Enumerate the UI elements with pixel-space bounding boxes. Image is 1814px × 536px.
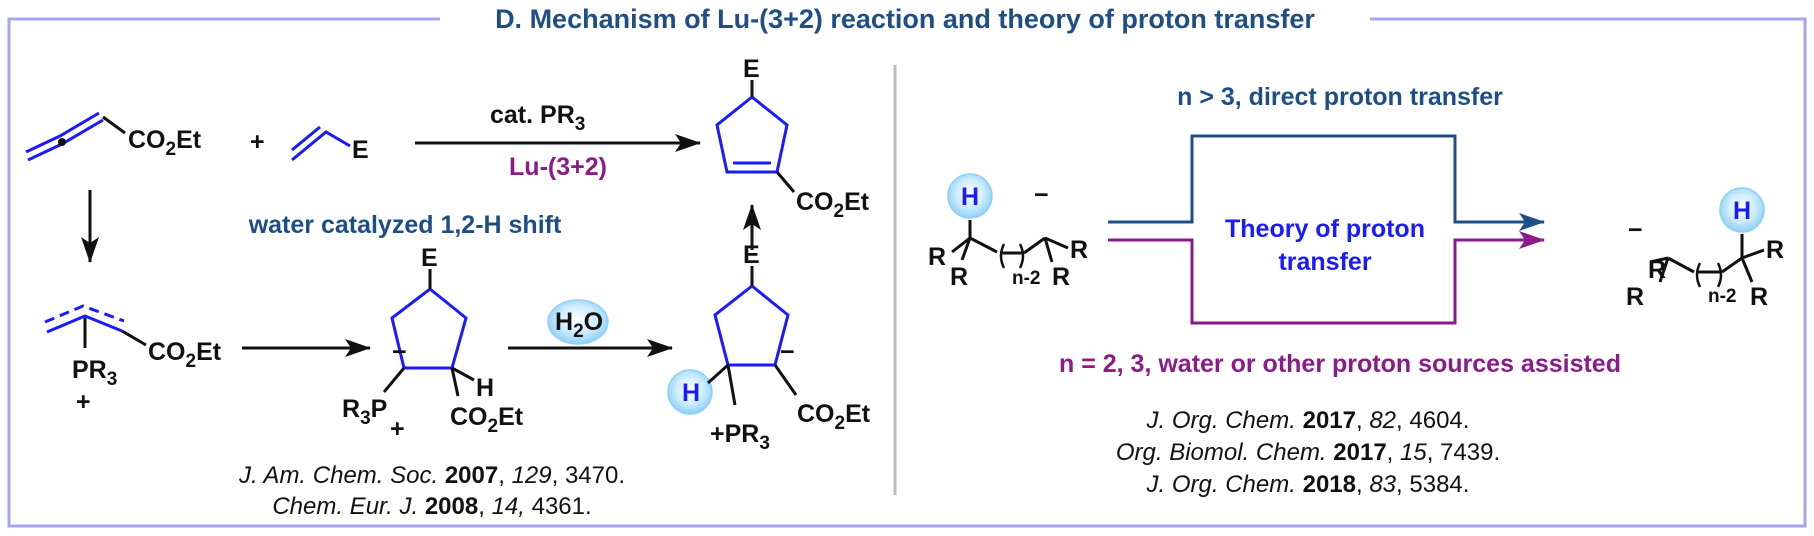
allenoate-molecule: CO2Et bbox=[25, 111, 202, 162]
svg-text:CO2Et: CO2Et bbox=[450, 403, 524, 437]
svg-text:R: R bbox=[1052, 263, 1070, 291]
right-ref-1: J. Org. Chem. 2017, 82, 4604. bbox=[1146, 407, 1470, 434]
svg-text:E: E bbox=[352, 136, 369, 164]
svg-text:H: H bbox=[1733, 197, 1751, 225]
theory-label-1: Theory of proton bbox=[1225, 215, 1425, 243]
svg-text:E: E bbox=[421, 244, 438, 272]
assisted-transfer-label: n = 2, 3, water or other proton sources … bbox=[1059, 350, 1621, 378]
plus-sign: + bbox=[250, 128, 265, 156]
svg-text:R3P: R3P bbox=[342, 395, 387, 429]
svg-text:n-2: n-2 bbox=[1012, 268, 1041, 289]
svg-text:H: H bbox=[961, 183, 979, 211]
svg-text:R: R bbox=[950, 263, 968, 291]
svg-text:R: R bbox=[1750, 283, 1768, 311]
protonated-intermediate: E − H +PR3 CO2Et bbox=[667, 241, 871, 454]
direct-path bbox=[1108, 134, 1545, 231]
lu-reaction-label: Lu-(3+2) bbox=[509, 153, 607, 181]
svg-text:−: − bbox=[1034, 181, 1049, 209]
left-ref-2: Chem. Eur. J. 2008, 14, 4361. bbox=[272, 493, 591, 520]
svg-text:CO2Et: CO2Et bbox=[148, 338, 222, 372]
assisted-path bbox=[1108, 231, 1545, 325]
svg-text:R: R bbox=[1626, 283, 1644, 311]
left-ref-1: J. Am. Chem. Soc. 2007, 129, 3470. bbox=[238, 462, 625, 489]
svg-text:+PR3: +PR3 bbox=[710, 420, 770, 454]
water-highlight: H2O bbox=[547, 299, 609, 345]
phosphonium-zwitterion: CO2Et PR3 + bbox=[44, 304, 222, 416]
cyclopentene-product: E CO2Et bbox=[715, 55, 870, 222]
svg-text:H2O: H2O bbox=[555, 308, 603, 342]
svg-text:−: − bbox=[780, 338, 795, 366]
right-ref-3: J. Org. Chem. 2018, 83, 5384. bbox=[1146, 471, 1470, 498]
svg-text:+: + bbox=[76, 388, 91, 416]
svg-text:R: R bbox=[1070, 236, 1088, 264]
alkene-molecule: E bbox=[291, 125, 369, 164]
reagent-label: cat. PR3 bbox=[490, 101, 585, 135]
svg-text:n-2: n-2 bbox=[1708, 286, 1737, 307]
water-shift-label: water catalyzed 1,2-H shift bbox=[248, 211, 562, 239]
theory-label-2: transfer bbox=[1278, 248, 1371, 276]
svg-text:PR3: PR3 bbox=[72, 356, 117, 390]
svg-text:H: H bbox=[682, 379, 700, 407]
svg-text:E: E bbox=[743, 55, 760, 83]
svg-text:H: H bbox=[476, 374, 494, 402]
direct-transfer-label: n > 3, direct proton transfer bbox=[1177, 83, 1503, 111]
panel-frame bbox=[7, 17, 1807, 528]
svg-text:R: R bbox=[928, 243, 946, 271]
svg-text:−: − bbox=[392, 338, 407, 366]
svg-text:+: + bbox=[390, 415, 405, 443]
product-molecule: R − R n-2 H R R bbox=[1626, 187, 1784, 311]
svg-text:CO2Et: CO2Et bbox=[128, 126, 202, 160]
right-ref-2: Org. Biomol. Chem. 2017, 15, 7439. bbox=[1116, 439, 1500, 466]
svg-text:R: R bbox=[1766, 236, 1784, 264]
svg-text:CO2Et: CO2Et bbox=[797, 400, 871, 434]
cycloadduct-ylide: E − R3P + H CO2Et bbox=[342, 244, 524, 443]
svg-text:CO2Et: CO2Et bbox=[796, 188, 870, 222]
substrate-molecule: H R R n-2 − R R bbox=[928, 173, 1088, 291]
panel-title: D. Mechanism of Lu-(3+2) reaction and th… bbox=[495, 4, 1315, 34]
svg-text:−: − bbox=[1628, 216, 1643, 244]
svg-text:E: E bbox=[743, 241, 760, 269]
